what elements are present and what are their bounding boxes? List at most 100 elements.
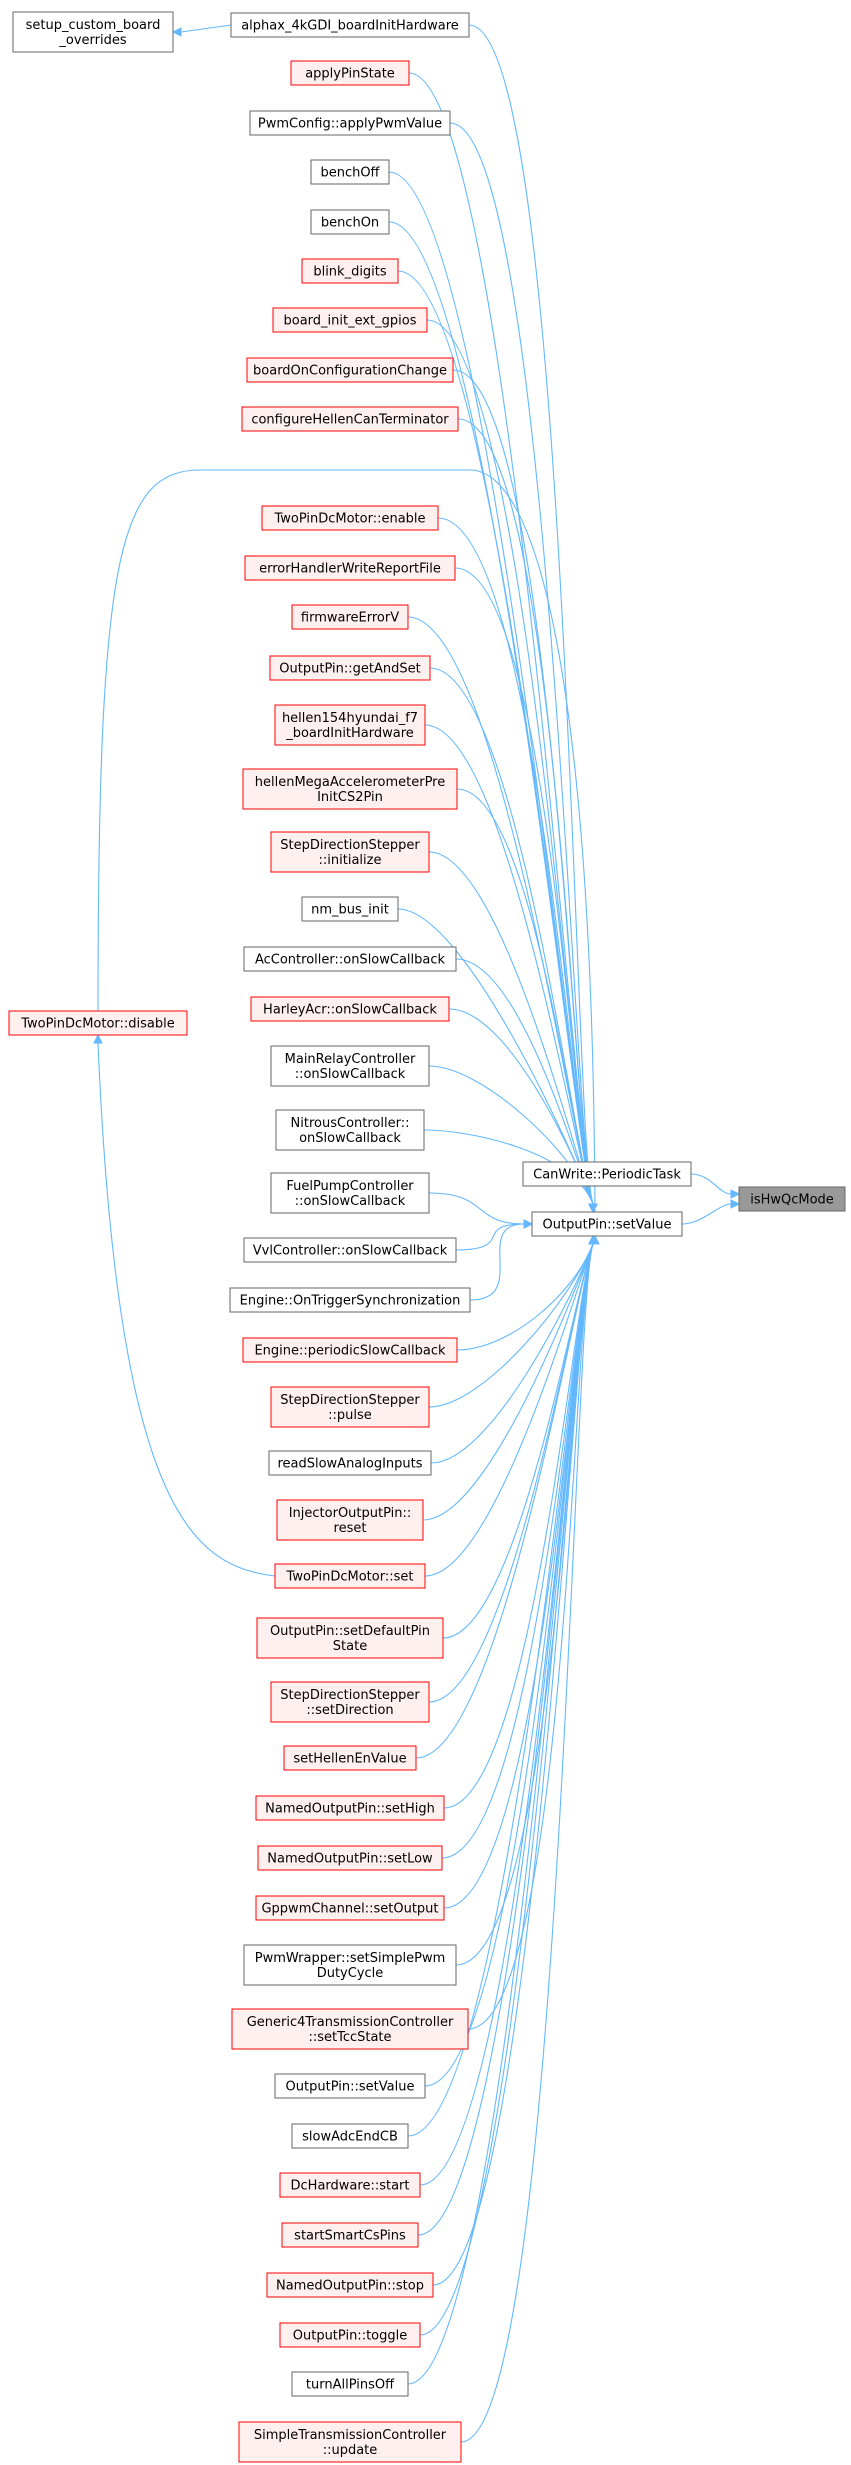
node-box [290,60,410,86]
node-applypinstate[interactable]: applyPinState [290,60,410,86]
node-label: configureHellenCanTerminator [251,413,449,428]
node-box [243,946,457,972]
node-namedoutputpin-setlow[interactable]: NamedOutputPin::setLow [257,1845,443,1871]
node-box [256,1617,444,1659]
node-outputpin-getandset[interactable]: OutputPin::getAndSet [269,655,431,681]
node-label: reset [334,1521,367,1536]
edge-injectoroutputpin-reset-to-outputpin-setvalue-main [422,1243,594,1521]
node-startsmartcspins[interactable]: startSmartCsPins [281,2222,419,2248]
node-label: ::setDirection [306,1703,393,1718]
node-label: setHellenEnValue [293,1752,406,1767]
node-label: ::initialize [319,853,382,868]
edge-vvlcontroller-onslowcallback-to-outputpin-setvalue-main [455,1223,525,1251]
node-vvlcontroller-onslowcallback[interactable]: VvlController::onSlowCallback [243,1237,457,1263]
node-outputpin-toggle[interactable]: OutputPin::toggle [279,2322,421,2348]
node-outputpin-setvalue-main[interactable]: OutputPin::setValue [531,1211,683,1237]
node-twopindcmotor-enable[interactable]: TwoPinDcMotor::enable [261,505,439,531]
node-box [310,209,390,235]
node-nitrouscontroller-onslowcallback[interactable]: NitrousController::onSlowCallback [275,1109,425,1151]
node-firmwareerrorv[interactable]: firmwareErrorV [291,604,409,630]
node-label: benchOff [320,166,380,181]
node-alphax-4kgdi-boardinithardware[interactable]: alphax_4kGDI_boardInitHardware [230,12,470,38]
node-box [291,604,409,630]
node-harleyacr-onslowcallback[interactable]: HarleyAcr::onSlowCallback [250,996,450,1022]
node-label: blink_digits [313,265,387,280]
node-label: TwoPinDcMotor::enable [273,512,425,527]
node-label: ::onSlowCallback [295,1067,406,1082]
edge-applypinstate-to-outputpin-setvalue-main [408,72,594,1205]
node-boardonconfigurationchange[interactable]: boardOnConfigurationChange [246,357,454,383]
node-accontroller-onslowcallback[interactable]: AcController::onSlowCallback [243,946,457,972]
node-simpletransmissioncontroller-update[interactable]: SimpleTransmissionController::update [238,2421,462,2463]
node-label: GppwmChannel::setOutput [261,1902,438,1917]
node-namedoutputpin-stop[interactable]: NamedOutputPin::stop [266,2272,434,2298]
node-configurehellencanterminator[interactable]: configureHellenCanTerminator [241,406,459,432]
node-box [238,2421,462,2463]
node-engine-periodicslowcallback[interactable]: Engine::periodicSlowCallback [242,1337,458,1363]
node-hellen154hyundai-f7-boardinithardware[interactable]: hellen154hyundai_f7_boardInitHardware [274,704,426,746]
node-gppwmchannel-setoutput[interactable]: GppwmChannel::setOutput [255,1895,445,1921]
node-label: NitrousController:: [291,1116,410,1131]
node-errorhandlerwritereportfile[interactable]: errorHandlerWriteReportFile [244,555,456,581]
node-nm-bus-init[interactable]: nm_bus_init [301,896,399,922]
node-sethellenenvalue[interactable]: setHellenEnValue [283,1745,417,1771]
node-stepdirectionstepper-pulse[interactable]: StepDirectionStepper::pulse [270,1386,430,1428]
node-engine-ontriggersynchronization[interactable]: Engine::OnTriggerSynchronization [229,1287,471,1313]
node-box [250,996,450,1022]
node-label: benchOn [321,216,379,231]
node-box [243,1944,457,1986]
node-canwrite-periodictask[interactable]: CanWrite::PeriodicTask [522,1161,692,1187]
node-stepdirectionstepper-initialize[interactable]: StepDirectionStepper::initialize [270,831,430,873]
node-label: OutputPin::setValue [543,1218,672,1233]
node-label: hellen154hyundai_f7 [282,711,418,726]
node-box [230,12,470,38]
edge-generic4transmissioncontroller-settccstate-to-outputpin-setvalue-main [467,1243,594,2030]
node-benchon[interactable]: benchOn [310,209,390,235]
node-blink-digits[interactable]: blink_digits [301,258,399,284]
node-label: StepDirectionStepper [280,838,420,853]
node-label: hellenMegaAccelerometerPre [255,775,445,790]
node-box [283,1745,417,1771]
node-label: OutputPin::toggle [293,2329,408,2344]
arrowhead-alphax-4kgdi-boardinithardware-to-setup-custom-board-overrides [171,27,182,37]
node-dchardware-start[interactable]: DcHardware::start [279,2172,421,2198]
node-generic4transmissioncontroller-settccstate[interactable]: Generic4TransmissionController::setTccSt… [231,2008,469,2050]
node-box [257,1845,443,1871]
node-stepdirectionstepper-setdirection[interactable]: StepDirectionStepper::setDirection [270,1681,430,1723]
node-box [291,2371,409,2397]
node-box [244,555,456,581]
node-label: ::update [323,2443,378,2458]
node-benchoff[interactable]: benchOff [310,159,390,185]
node-injectoroutputpin-reset[interactable]: InjectorOutputPin::reset [276,1499,424,1541]
node-board-init-ext-gpios[interactable]: board_init_ext_gpios [272,307,428,333]
node-ishwqcmode[interactable]: isHwQcMode [738,1186,846,1212]
node-namedoutputpin-sethigh[interactable]: NamedOutputPin::setHigh [255,1795,445,1821]
node-readslowanaloginputs[interactable]: readSlowAnalogInputs [268,1450,432,1476]
node-fuelpumpcontroller-onslowcallback[interactable]: FuelPumpController::onSlowCallback [270,1172,430,1214]
node-slowadcendcb[interactable]: slowAdcEndCB [291,2123,409,2149]
node-box [272,307,428,333]
node-box [274,1563,426,1589]
node-twopindcmotor-set[interactable]: TwoPinDcMotor::set [274,1563,426,1589]
node-outputpin-setvalue-caller[interactable]: OutputPin::setValue [274,2073,426,2099]
edge-outputpin-setvalue-main-to-ishwqcmode [681,1203,732,1225]
node-label: ::pulse [328,1408,372,1423]
node-twopindcmotor-disable[interactable]: TwoPinDcMotor::disable [8,1010,188,1036]
node-label: VvlController::onSlowCallback [253,1244,448,1259]
edge-simpletransmissioncontroller-update-to-outputpin-setvalue-main [460,1243,594,2443]
node-mainrelaycontroller-onslowcallback[interactable]: MainRelayController::onSlowCallback [270,1045,430,1087]
node-label: OutputPin::getAndSet [279,662,420,677]
node-label: AcController::onSlowCallback [255,953,446,968]
node-turnallpinsoff[interactable]: turnAllPinsOff [291,2371,409,2397]
node-setup-custom-board-overrides[interactable]: setup_custom_board_overrides [12,11,174,53]
node-label: readSlowAnalogInputs [277,1457,422,1472]
arrowhead-twopindcmotor-set-to-twopindcmotor-disable [93,1033,103,1044]
arrowhead-outputpin-setvalue-main-to-ishwqcmode [730,1199,741,1209]
node-box [301,896,399,922]
edge-twopindcmotor-enable-to-outputpin-setvalue-main [437,517,594,1205]
node-pwmconfig-applypwmvalue[interactable]: PwmConfig::applyPwmValue [249,110,451,136]
node-box [270,1386,430,1428]
